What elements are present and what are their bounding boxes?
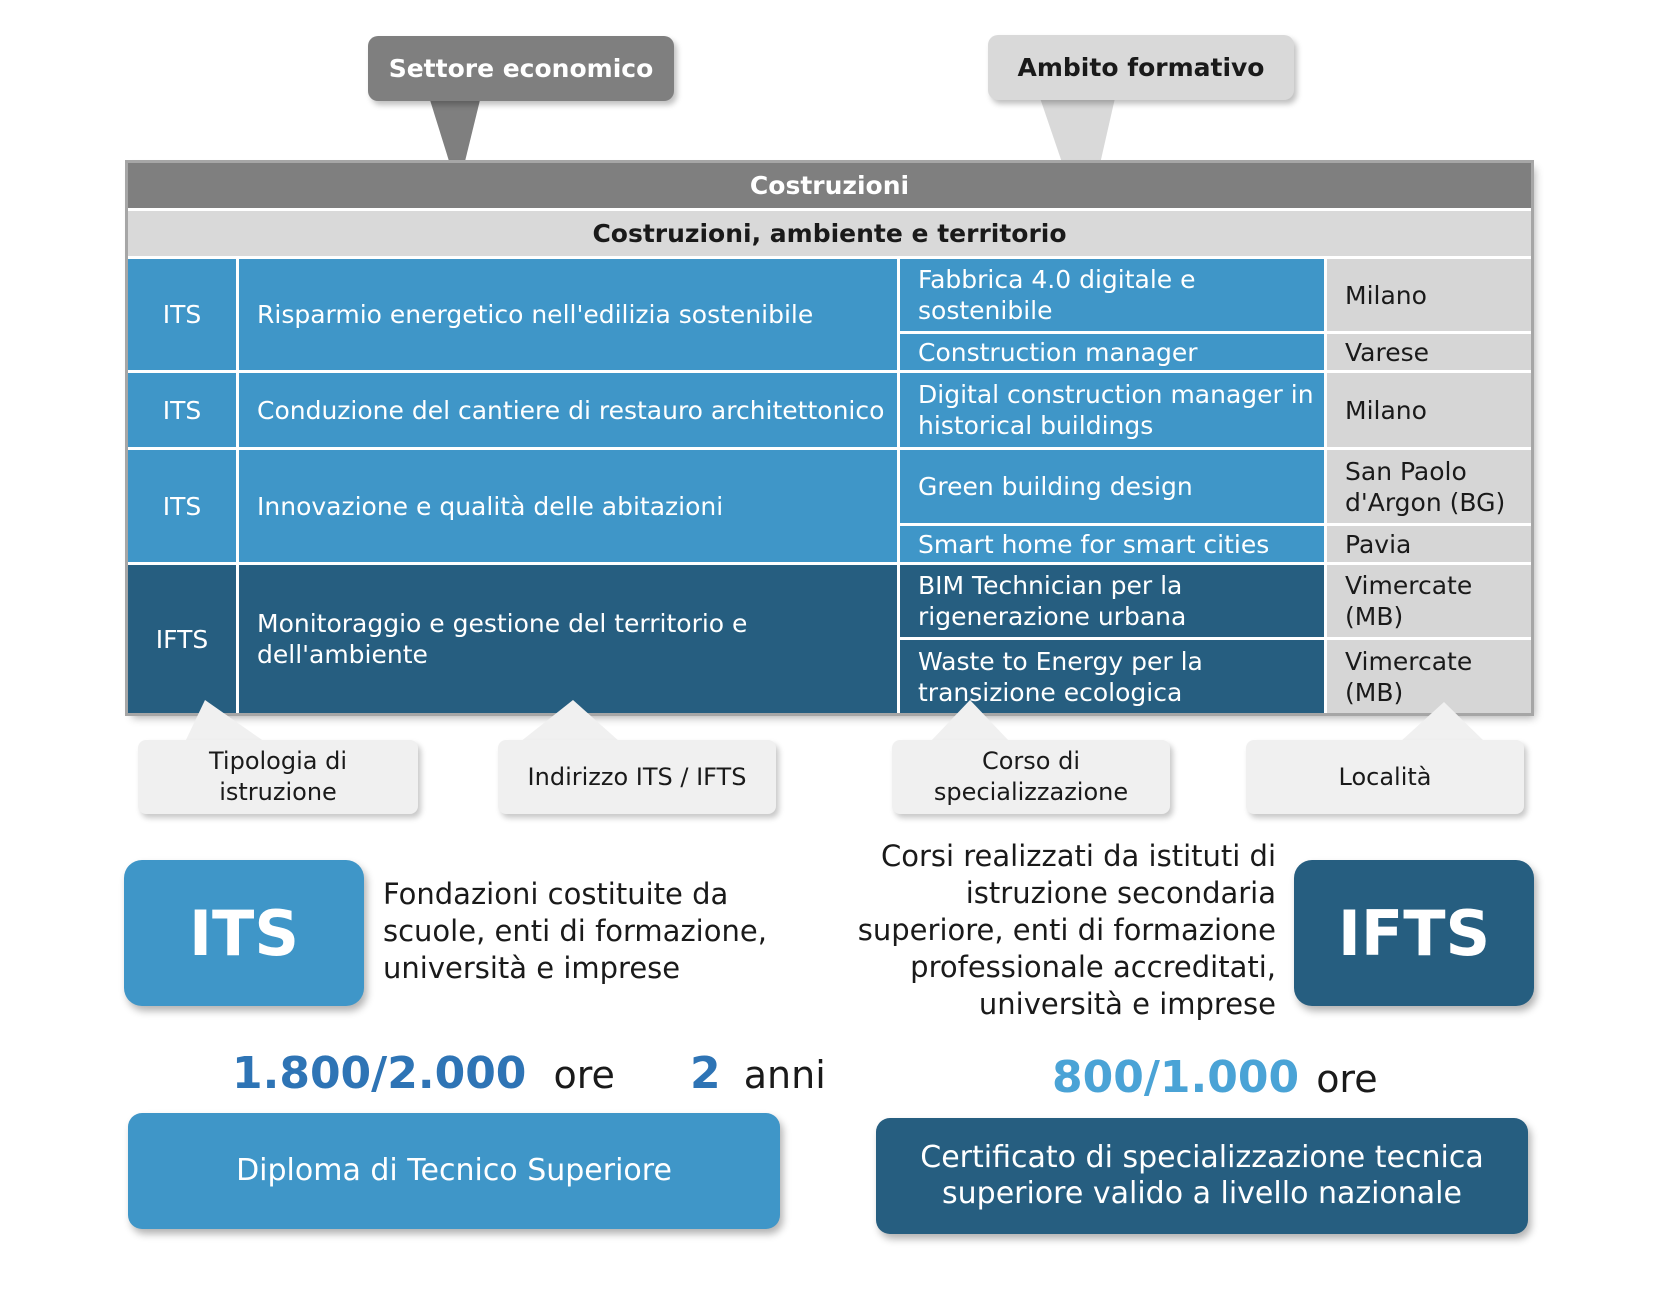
table-row-type: IFTS <box>128 565 236 713</box>
label-indirizzo: Indirizzo ITS / IFTS <box>498 740 776 814</box>
its-hours: 1.800/2.000 <box>232 1048 527 1099</box>
label-tipologia: Tipologia di istruzione <box>138 740 418 814</box>
its-years-unit: anni <box>743 1053 826 1097</box>
table-row-indirizzo: Conduzione del cantiere di restauro arch… <box>239 373 897 447</box>
ambito-formativo-label: Ambito formativo <box>1017 53 1265 82</box>
table-row-indirizzo: Innovazione e qualità delle abitazioni <box>239 450 897 562</box>
table-row-corso: Fabbrica 4.0 digitale e sostenibile <box>900 259 1324 331</box>
table-row-localita: Milano <box>1327 373 1531 447</box>
table-header-sector: Costruzioni <box>128 163 1531 208</box>
ambito-formativo-callout: Ambito formativo <box>988 35 1294 100</box>
table-row-indirizzo: Risparmio energetico nell'edilizia soste… <box>239 259 897 370</box>
its-badge: ITS <box>124 860 364 1006</box>
table-row-corso: Smart home for smart cities <box>900 526 1324 562</box>
table-row-indirizzo: Monitoraggio e gestione del territorio e… <box>239 565 897 713</box>
label-corso: Corso di specializzazione <box>892 740 1170 814</box>
courses-table: Costruzioni Costruzioni, ambiente e terr… <box>128 163 1531 713</box>
table-row-localita: Varese <box>1327 334 1531 370</box>
label-localita: Località <box>1246 740 1524 814</box>
table-row-corso: Construction manager <box>900 334 1324 370</box>
table-row-corso: Waste to Energy per la transizione ecolo… <box>900 640 1324 713</box>
its-years: 2 <box>690 1048 721 1099</box>
table-row-type: ITS <box>128 373 236 447</box>
settore-economico-callout: Settore economico <box>368 36 674 101</box>
table-row-localita: San Paolo d'Argon (BG) <box>1327 450 1531 523</box>
table-header-area: Costruzioni, ambiente e territorio <box>128 211 1531 256</box>
settore-economico-label: Settore economico <box>388 54 654 83</box>
table-row-corso: BIM Technician per la rigenerazione urba… <box>900 565 1324 637</box>
table-row-localita: Vimercate (MB) <box>1327 640 1531 713</box>
table-row-type: ITS <box>128 259 236 370</box>
ifts-description: Corsi realizzati da istituti di istruzio… <box>857 839 1276 1021</box>
its-duration: 1.800/2.000 ore 2 anni <box>232 1048 826 1099</box>
its-result: Diploma di Tecnico Superiore <box>128 1113 780 1229</box>
ifts-hours: 800/1.000 <box>1052 1052 1300 1103</box>
table-row-localita: Vimercate (MB) <box>1327 565 1531 637</box>
ifts-badge: IFTS <box>1294 860 1534 1006</box>
table-row-localita: Milano <box>1327 259 1531 331</box>
label-pointers <box>185 700 1485 742</box>
table-row-localita: Pavia <box>1327 526 1531 562</box>
table-row-corso: Digital construction manager in historic… <box>900 373 1324 447</box>
its-hours-unit: ore <box>553 1053 615 1097</box>
table-row-type: ITS <box>128 450 236 562</box>
table-row-corso: Green building design <box>900 450 1324 523</box>
ifts-hours-unit: ore <box>1316 1057 1378 1101</box>
ifts-duration: 800/1.000 ore <box>1052 1052 1378 1103</box>
its-description: Fondazioni costituite da scuole, enti di… <box>383 877 767 985</box>
ifts-result: Certificato di specializzazione tecnica … <box>876 1118 1528 1234</box>
